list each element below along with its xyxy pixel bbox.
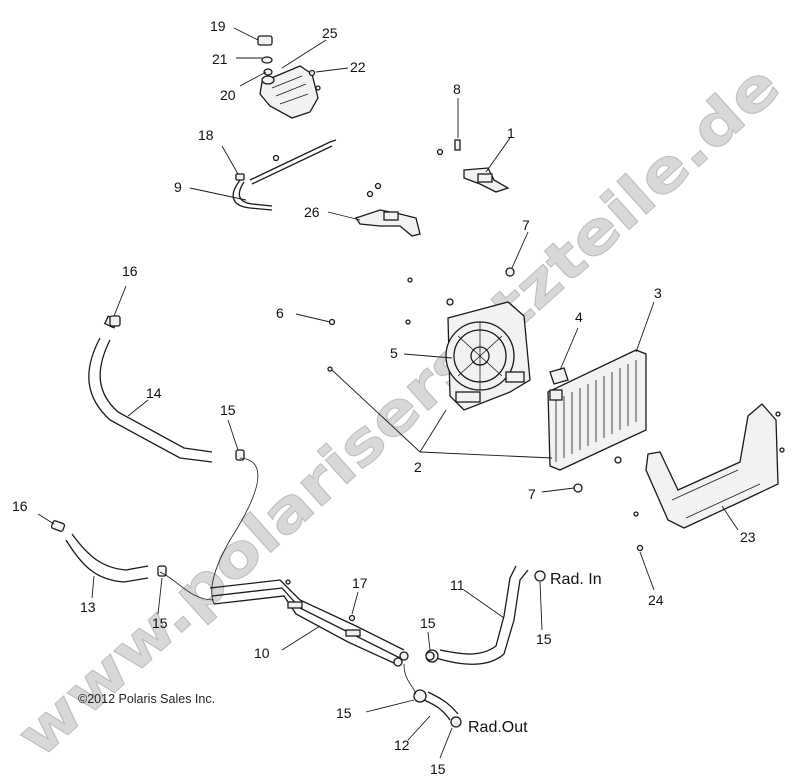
callout-22: 22 (350, 59, 366, 75)
reservoir-cap (257, 35, 273, 46)
overflow-hose (232, 139, 337, 211)
shroud-screw-24 (636, 544, 644, 552)
callout-7-bottom: 7 (528, 486, 536, 502)
radiator-bracket-4 (549, 367, 569, 385)
coolant-hose-12 (413, 689, 459, 721)
rad-out-label: Rad.Out (468, 719, 528, 736)
callout-23: 23 (740, 529, 756, 545)
coolant-hose-11 (425, 565, 529, 665)
callout-17: 17 (352, 575, 368, 591)
hose-clamp-16-top (109, 315, 121, 327)
hose-clamp-15-rad-in (534, 570, 546, 582)
callout-26: 26 (304, 204, 320, 220)
cap-gasket (261, 56, 273, 64)
fan-nut-7 (505, 267, 515, 277)
leader-lines (37, 27, 739, 759)
callout-20: 20 (220, 87, 236, 103)
copyright: ©2012 Polaris Sales Inc. (78, 692, 215, 706)
radiator-nut-7 (573, 456, 622, 493)
hose-clamp-18 (235, 173, 245, 181)
callout-1: 1 (507, 125, 515, 141)
callout-18: 18 (198, 127, 214, 143)
callout-16-top: 16 (122, 263, 138, 279)
cooling-fan-assembly (445, 301, 531, 411)
callout-16-bottom: 16 (12, 498, 28, 514)
rad-in-label: Rad. In (550, 571, 602, 588)
coolant-tubes-10 (209, 579, 409, 667)
callout-3: 3 (654, 285, 662, 301)
callout-8: 8 (453, 81, 461, 97)
cap-seal (263, 68, 273, 76)
bolt-8 (454, 139, 461, 151)
callout-2: 2 (414, 459, 422, 475)
callout-15-mid: 15 (420, 615, 436, 631)
callout-24: 24 (648, 592, 664, 608)
callout-12: 12 (394, 737, 410, 753)
hose-clamp-15-left (235, 449, 245, 461)
fan-screw-6 (328, 318, 336, 326)
connector-line (403, 663, 417, 695)
callout-14: 14 (146, 385, 162, 401)
radiator (547, 349, 647, 471)
callout-15-lower-left: 15 (152, 615, 168, 631)
callout-21: 21 (212, 51, 228, 67)
callout-9: 9 (174, 179, 182, 195)
mount-bracket-26 (354, 182, 421, 237)
breather-line (159, 457, 259, 605)
callout-15-bottom-left: 15 (336, 705, 352, 721)
callout-25: 25 (322, 25, 338, 41)
coolant-reservoir (259, 65, 319, 119)
hose-clamp-15-bottom (450, 716, 462, 728)
callout-19: 19 (210, 18, 226, 34)
tube-screw-17 (285, 579, 356, 622)
coolant-hose-13 (65, 533, 149, 583)
callouts: 19 21 20 25 22 8 1 18 9 26 7 6 5 4 3 2 7… (12, 18, 756, 777)
callout-6: 6 (276, 305, 284, 321)
hose-clamp-15-mid (425, 651, 435, 661)
callout-5: 5 (390, 345, 398, 361)
hose-clamp-16-bottom (50, 520, 66, 532)
radiator-shroud (633, 403, 785, 529)
mount-bracket-1 (436, 148, 510, 193)
callout-15-bottom: 15 (430, 761, 446, 777)
callout-15-rad-in: 15 (536, 631, 552, 647)
callout-11: 11 (450, 577, 465, 593)
callout-13: 13 (80, 599, 96, 615)
fasteners-2 (327, 277, 454, 372)
callout-4: 4 (575, 309, 583, 325)
callout-15-left: 15 (220, 402, 236, 418)
reservoir-screw (308, 69, 321, 91)
hose-clamp-15-lower-left (157, 565, 167, 577)
callout-7-top: 7 (522, 217, 530, 233)
callout-10: 10 (254, 645, 270, 661)
